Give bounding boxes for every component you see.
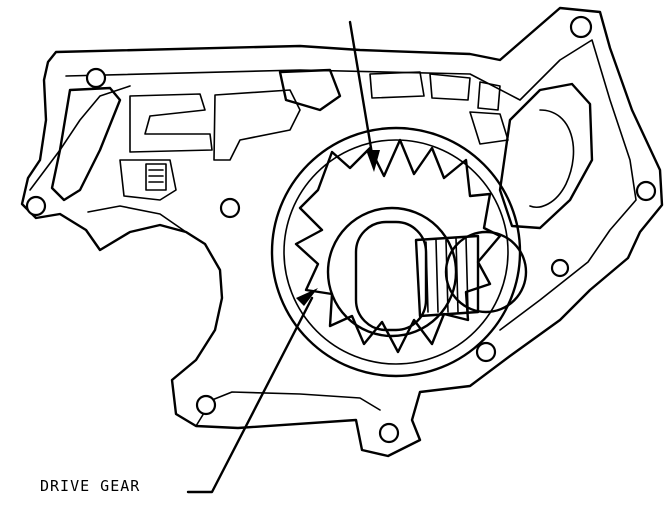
oil-passage [369,71,425,99]
bolt-hole [635,180,657,202]
right-pocket [498,82,594,230]
bolt-hole [85,67,107,89]
relief-valve-spring-coil [148,169,164,183]
right-pocket-inner [529,109,575,208]
pump-housing-outline [20,6,664,458]
shaft-end [444,230,528,314]
oil-passage [477,81,501,111]
oil-passage [278,68,342,112]
drive-gear-hub [354,220,428,332]
oil-passage [213,89,301,161]
arrowhead-top [366,150,380,172]
oil-passage [429,73,471,101]
leader-line-top [348,20,376,168]
leader-line-drive-gear [186,296,314,494]
drive-gear-label: DRIVE GEAR [40,477,141,495]
bolt-hole [219,197,241,219]
bolt-hole [25,195,47,217]
bolt-hole [569,15,593,39]
drive-gear [326,206,458,338]
arrowhead-drive-gear [296,288,318,306]
relief-valve-spring [145,163,167,191]
gear-cavity [270,126,522,378]
gear-cavity-rim [283,139,509,365]
driven-gear [294,138,502,354]
bolt-hole [475,341,497,363]
oil-passage [119,159,177,201]
bolt-hole [550,258,570,278]
oil-passage [129,93,213,153]
oil-passage [50,86,122,202]
bolt-hole [378,422,400,444]
bolt-hole [195,394,217,416]
housing-inner-contour [65,39,637,331]
housing-left-rib [29,85,131,191]
housing-lower-rib [87,205,187,233]
oil-passage [469,111,509,145]
